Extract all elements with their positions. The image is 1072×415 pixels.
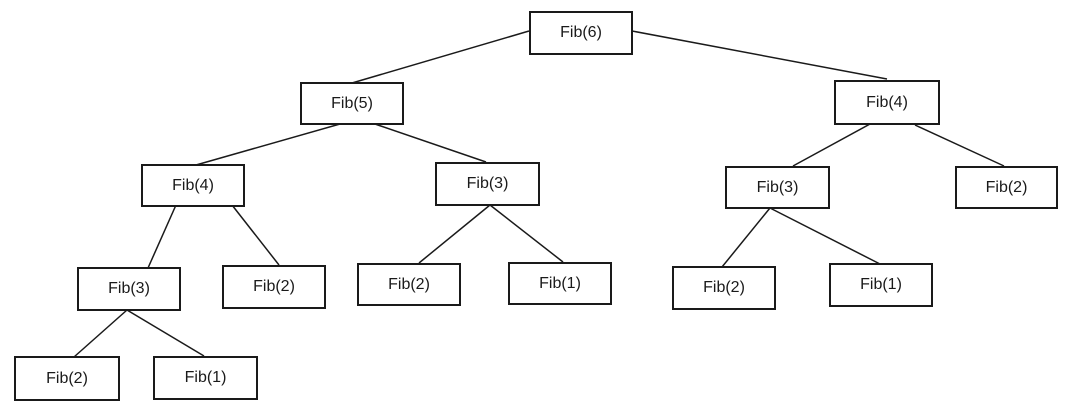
tree-node-fib3-left: Fib(3) [77,267,181,311]
tree-node-fib1-b: Fib(1) [829,263,933,307]
tree-node-fib2-bottom: Fib(2) [14,356,120,401]
edge-fib3r-fib2 [721,207,771,268]
tree-node-fib3-middle: Fib(3) [435,162,540,206]
edge-fib5-fib3 [374,123,487,163]
edge-fib4l-fib2 [231,204,280,266]
edge-fib4l-fib3 [147,204,177,269]
edge-fib3l-fib1 [126,309,205,357]
tree-node-fib2-c: Fib(2) [672,266,776,310]
tree-node-fib1-a: Fib(1) [508,262,612,305]
tree-node-fib4-left: Fib(4) [141,164,245,207]
edge-fib6-fib4 [631,30,888,80]
tree-node-fib5: Fib(5) [300,82,404,125]
edge-fib3l-fib2 [73,309,128,358]
tree-node-fib1-bottom: Fib(1) [153,356,258,400]
tree-node-fib2-a: Fib(2) [222,265,326,309]
edge-fib5-fib4 [195,123,341,166]
edge-fib4r-fib3 [792,123,871,167]
edge-fib3m-fib1 [489,204,564,263]
tree-node-fib2-far-right: Fib(2) [955,166,1058,209]
tree-node-fib2-b: Fib(2) [357,263,461,306]
edge-fib4r-fib2 [914,124,1005,167]
edge-fib3m-fib2 [418,204,491,264]
tree-node-fib4-right: Fib(4) [834,80,940,125]
edge-fib6-fib5 [351,30,530,84]
tree-node-fib3-right: Fib(3) [725,166,830,209]
edge-fib3r-fib1 [769,207,881,265]
tree-node-fib6: Fib(6) [529,11,633,55]
